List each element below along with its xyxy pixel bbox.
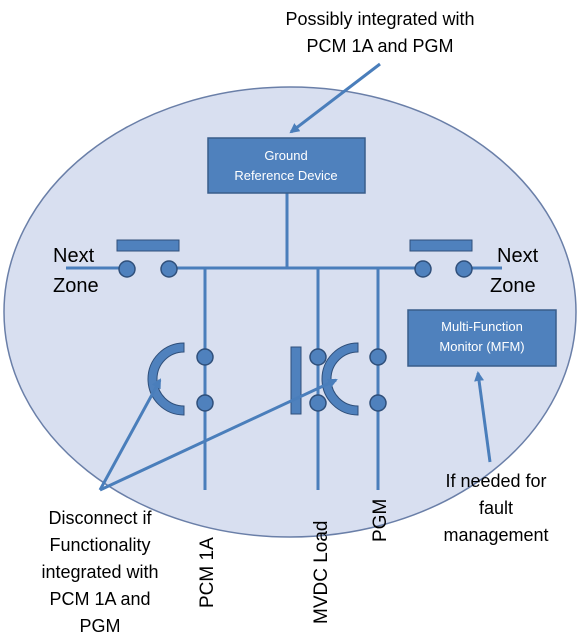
left-zone-label-line2: Zone [53,275,99,297]
mvdc-disconnect [290,346,327,415]
mfm-label-line2: Monitor (MFM) [439,339,524,354]
ground-reference-device: Ground Reference Device [207,137,366,194]
bottom-left-note-line4: PCM 1A and [49,589,150,609]
pcm-disconnect-arc [147,342,185,416]
right-breaker-contact-b [455,260,473,278]
top-note-line1: Possibly integrated with [285,9,474,29]
top-note-line2: PCM 1A and PGM [306,36,453,56]
mfm-note-arrow [474,371,492,463]
pgm-contact-top [369,348,387,366]
mvdc-contact-top [309,348,327,366]
bottom-right-note-line2: fault [479,498,513,518]
branch-label-pcm: PCM 1A [197,537,218,608]
mfm-box [407,309,557,367]
right-breaker-bar [409,239,473,252]
mvdc-disconnect-bar [290,346,302,415]
top-note-arrow [289,62,381,134]
pgm-disconnect-arc [321,342,359,416]
left-note-arrow-b [99,378,338,492]
bottom-right-note-line3: management [443,525,548,545]
left-breaker-contact-b [160,260,178,278]
bottom-left-note-line2: Functionality [49,535,150,555]
branch-label-pgm: PGM [370,499,391,542]
zone-ellipse [3,86,577,538]
pcm-contact-top [196,348,214,366]
ground-reference-label-line1: Ground [264,148,307,163]
mfm-label-line1: Multi-Function [441,319,523,334]
branch-label-mvdc: MVDC Load [311,521,332,625]
right-breaker-contact-a [414,260,432,278]
pcm-contact-bottom [196,394,214,412]
mfm-device: Multi-Function Monitor (MFM) [407,309,557,367]
ground-reference-label-line2: Reference Device [234,168,337,183]
left-breaker [116,239,180,278]
right-zone-label-line2: Zone [490,275,536,297]
left-zone-label-line1: Next [53,245,95,267]
right-breaker [409,239,473,278]
bottom-right-note-line1: If needed for [445,471,546,491]
left-note-arrow-a [98,378,162,491]
bottom-left-note-line3: integrated with [41,562,158,582]
right-zone-label-line1: Next [497,245,539,267]
annotation-arrows [98,62,492,492]
pcm-disconnect [147,342,214,416]
bottom-left-note-line5: PGM [79,616,120,636]
pgm-contact-bottom [369,394,387,412]
ground-reference-box [207,137,366,194]
left-breaker-contact-a [118,260,136,278]
left-breaker-bar [116,239,180,252]
pgm-disconnect [321,342,387,416]
bottom-left-note-line1: Disconnect if [48,508,152,528]
mvdc-contact-bottom [309,394,327,412]
